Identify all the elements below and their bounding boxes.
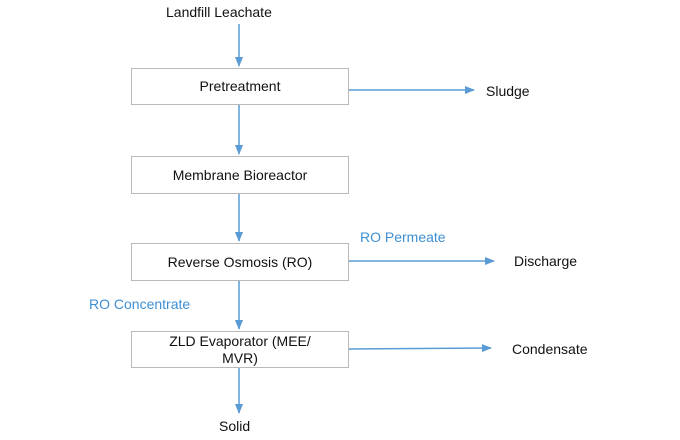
output-label-sludge: Sludge [486,83,530,99]
step-zld-label-line1: ZLD Evaporator (MEE/ [169,332,311,349]
step-zld-label-line2: MVR) [222,349,258,366]
input-label-landfill-leachate: Landfill Leachate [166,4,272,20]
step-zld-evaporator: ZLD Evaporator (MEE/ MVR) [131,331,349,368]
output-label-condensate: Condensate [512,341,588,357]
step-reverse-osmosis: Reverse Osmosis (RO) [131,243,349,281]
step-pretreatment-label: Pretreatment [199,78,281,94]
step-membrane-bioreactor: Membrane Bioreactor [131,156,349,194]
output-label-solid: Solid [219,418,251,434]
output-label-discharge: Discharge [514,253,578,269]
arrow-zld-to-condensate [348,344,492,353]
step-mbr-label: Membrane Bioreactor [172,166,308,183]
flow-label-ro-permeate: RO Permeate [360,229,446,245]
flow-label-ro-concentrate: RO Concentrate [89,296,191,312]
step-pretreatment: Pretreatment [131,68,349,105]
step-ro-label: Reverse Osmosis (RO) [167,253,313,270]
